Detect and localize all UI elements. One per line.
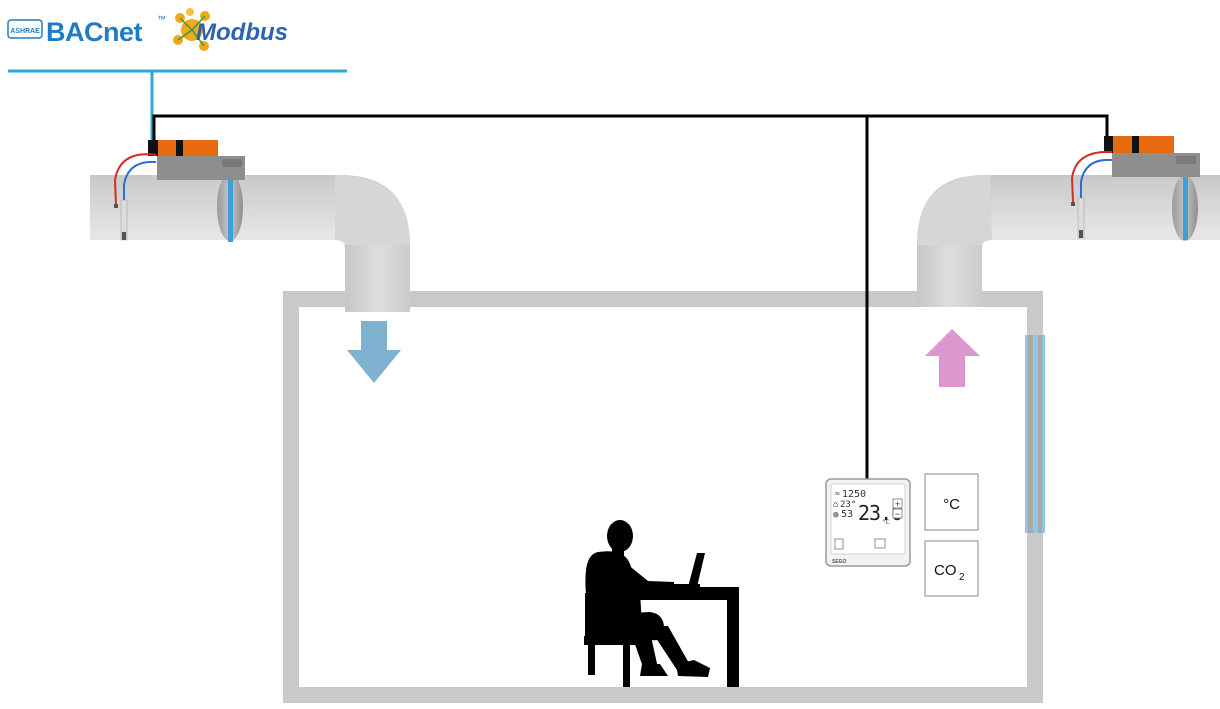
exhaust-duct <box>917 175 1220 307</box>
exhaust-actuator <box>1104 136 1200 177</box>
control-wiring <box>152 114 1109 479</box>
mode-icon <box>874 538 886 549</box>
supply-sensor-wires <box>113 153 157 241</box>
temperature-sensor: °C <box>924 473 979 531</box>
supply-duct <box>90 175 410 312</box>
bacnet-logo: ASHRAE BACnet ™ <box>7 14 166 47</box>
exhaust-sensor-wires <box>1070 150 1113 239</box>
humidity-icon: ◍ <box>833 510 839 520</box>
thermostat-minus-button[interactable]: − <box>892 508 903 519</box>
supply-damper <box>217 156 243 242</box>
temperature-sensor-label: °C <box>943 496 960 513</box>
exhaust-damper <box>1172 154 1198 241</box>
room-thermostat: ≈ 1250 ⌂ 23° ◍ 53 23.0 °C + − SEGO <box>825 478 911 567</box>
supply-airflow-arrow <box>347 321 401 383</box>
modbus-text: Modbus <box>196 19 288 46</box>
bacnet-text: BACnet <box>46 17 143 47</box>
thermostat-humidity-value: 53 <box>841 509 853 520</box>
fan-icon <box>834 538 844 550</box>
co2-icon: ≈ <box>835 489 840 498</box>
minus-icon: − <box>895 509 900 519</box>
outdoor-icon: ⌂ <box>833 500 838 510</box>
thermostat-brand: SEGO <box>832 559 847 565</box>
thermostat-plus-button[interactable]: + <box>892 498 903 509</box>
modbus-star-icon <box>173 8 210 51</box>
supply-actuator <box>148 140 245 180</box>
co2-sensor: CO 2 <box>924 540 979 597</box>
ashrae-badge <box>7 19 43 39</box>
exhaust-airflow-arrow <box>925 329 980 387</box>
thermostat-co2-value: 1250 <box>842 489 866 500</box>
thermostat-outdoor-temp: 23° <box>840 500 856 510</box>
thermostat-unit: °C <box>882 519 890 526</box>
person-at-desk-icon <box>584 520 739 687</box>
bacnet-trademark: ™ <box>157 14 166 24</box>
modbus-logo: Modbus <box>173 8 288 51</box>
co2-sensor-subscript: 2 <box>959 572 965 583</box>
window <box>1025 335 1045 533</box>
plus-icon: + <box>895 499 900 509</box>
co2-sensor-label: CO <box>934 562 957 579</box>
ashrae-text: ASHRAE <box>10 28 40 35</box>
